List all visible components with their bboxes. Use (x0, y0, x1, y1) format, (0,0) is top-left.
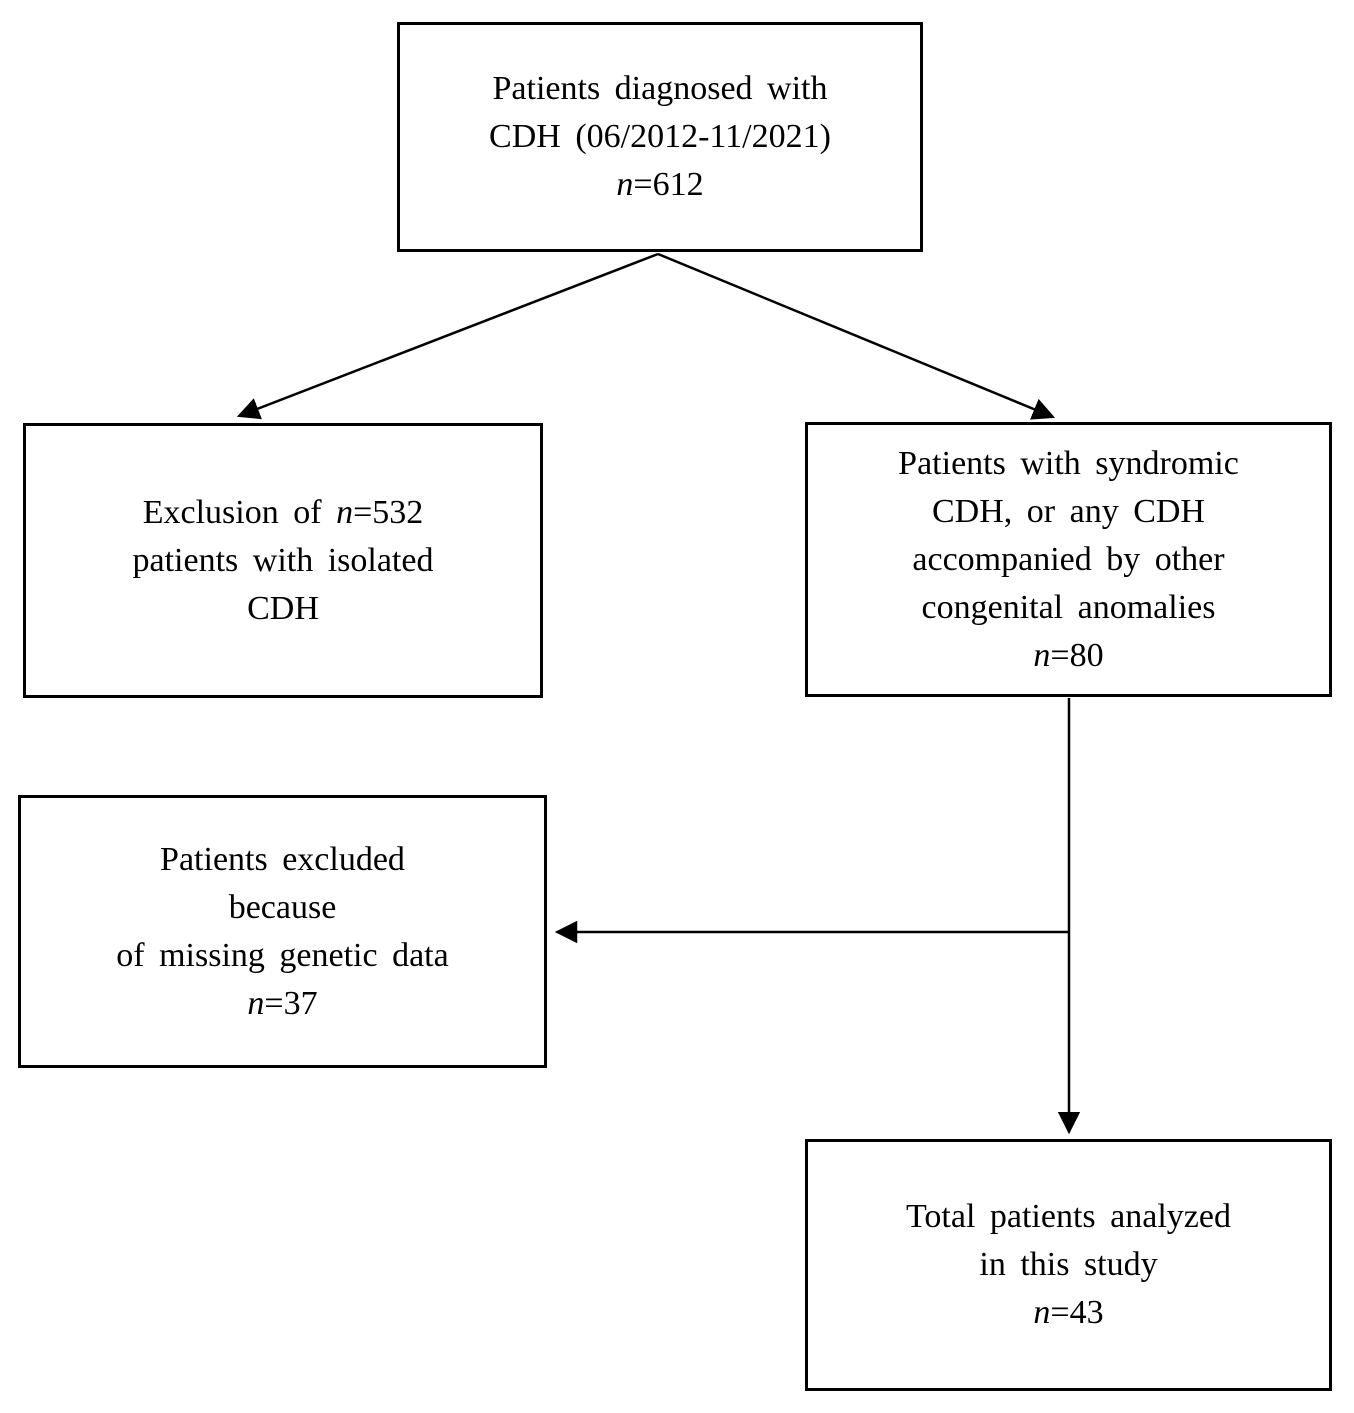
box-text-line: accompanied by other (912, 540, 1225, 578)
n-value: n=80 (1033, 632, 1103, 680)
n-value: n=37 (247, 980, 317, 1028)
n-symbol: n (247, 984, 265, 1022)
n-symbol: n (1033, 636, 1051, 674)
box-syndromic-cdh: Patients with syndromic CDH, or any CDH … (805, 422, 1332, 697)
box-text-line: because (228, 888, 337, 926)
box-excluded-missing-genetic-data: Patients excluded because of missing gen… (18, 795, 547, 1068)
n-symbol: n (336, 493, 354, 531)
n-symbol: n (1033, 1294, 1051, 1331)
n-number: =80 (1050, 636, 1104, 674)
n-number: =43 (1050, 1294, 1104, 1331)
n-symbol: n (616, 166, 634, 203)
arrow-diagnosed-to-syndromic (657, 252, 1056, 420)
n-number: =532 (353, 493, 424, 531)
box-text-line: CDH (247, 589, 319, 627)
arrow-diagnosed-to-isolated (236, 252, 659, 420)
n-value: n=43 (1033, 1289, 1103, 1337)
box-text-line: Patients with syndromic (898, 444, 1239, 482)
box-text-line: CDH (06/2012-11/2021) (489, 118, 831, 155)
box-text-line: Exclusion of n=532 (143, 489, 424, 537)
n-value: n=612 (616, 161, 703, 209)
box-text-line: in this study (979, 1246, 1158, 1283)
box-text-line: Patients diagnosed with (492, 70, 828, 107)
box-text-line: Patients excluded (160, 840, 405, 878)
n-number: =37 (264, 984, 318, 1022)
box-text-line: of missing genetic data (116, 936, 449, 974)
line-prefix: Exclusion of (142, 493, 337, 531)
box-exclusion-isolated-cdh: Exclusion of n=532 patients with isolate… (23, 423, 543, 698)
n-number: =612 (633, 166, 704, 203)
box-text-line: congenital anomalies (921, 588, 1216, 626)
box-text-line: patients with isolated (132, 541, 434, 579)
box-patients-diagnosed: Patients diagnosed with CDH (06/2012-11/… (397, 22, 923, 252)
box-text-line: Total patients analyzed (906, 1198, 1231, 1235)
box-total-patients-analyzed: Total patients analyzed in this study n=… (805, 1139, 1332, 1391)
box-text-line: CDH, or any CDH (932, 492, 1205, 530)
